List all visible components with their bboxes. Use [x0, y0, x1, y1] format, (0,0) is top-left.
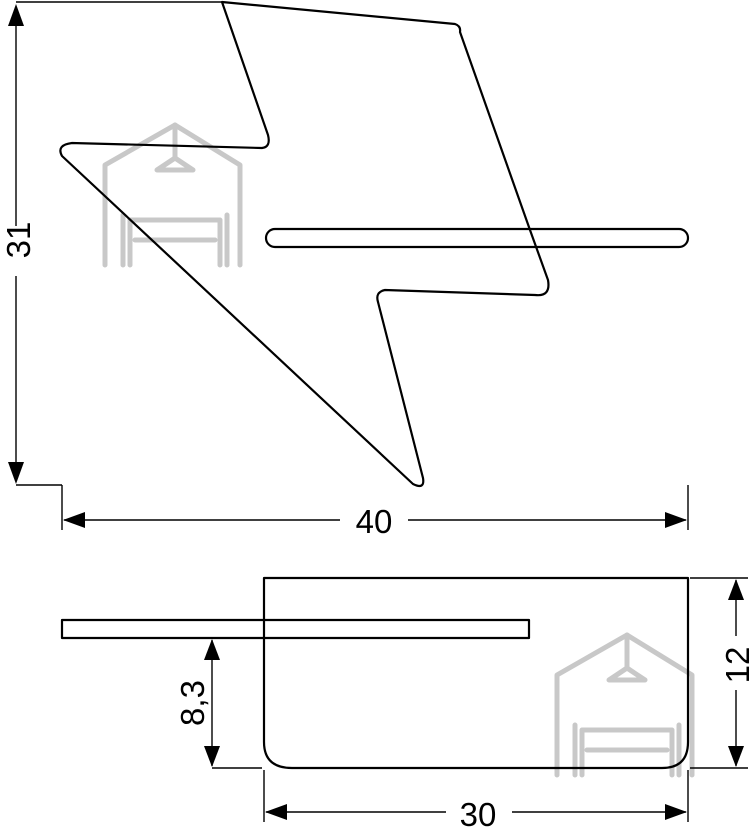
depth-dimension-label: 12 [719, 647, 750, 684]
watermark-house-lamp-sofa-icon [102, 122, 243, 268]
shelf-length-dimension: 30 [263, 770, 689, 829]
shelf-length-dimension-label: 30 [460, 796, 497, 829]
height-dimension: 31 [0, 1, 222, 486]
shelf-side-view [60, 618, 531, 640]
shelf-offset-dimension-label: 8,3 [174, 680, 211, 726]
height-dimension-label: 31 [0, 222, 37, 259]
width-dimension: 40 [61, 485, 689, 540]
watermark-house-lamp-sofa-icon [554, 632, 695, 778]
depth-dimension: 12 [690, 577, 750, 769]
lightning-bolt-outline [59, 0, 550, 488]
shelf-top-view [264, 227, 690, 249]
backplate-side-view [262, 576, 690, 770]
shelf-offset-dimension: 8,3 [174, 639, 262, 769]
width-dimension-label: 40 [356, 503, 393, 540]
